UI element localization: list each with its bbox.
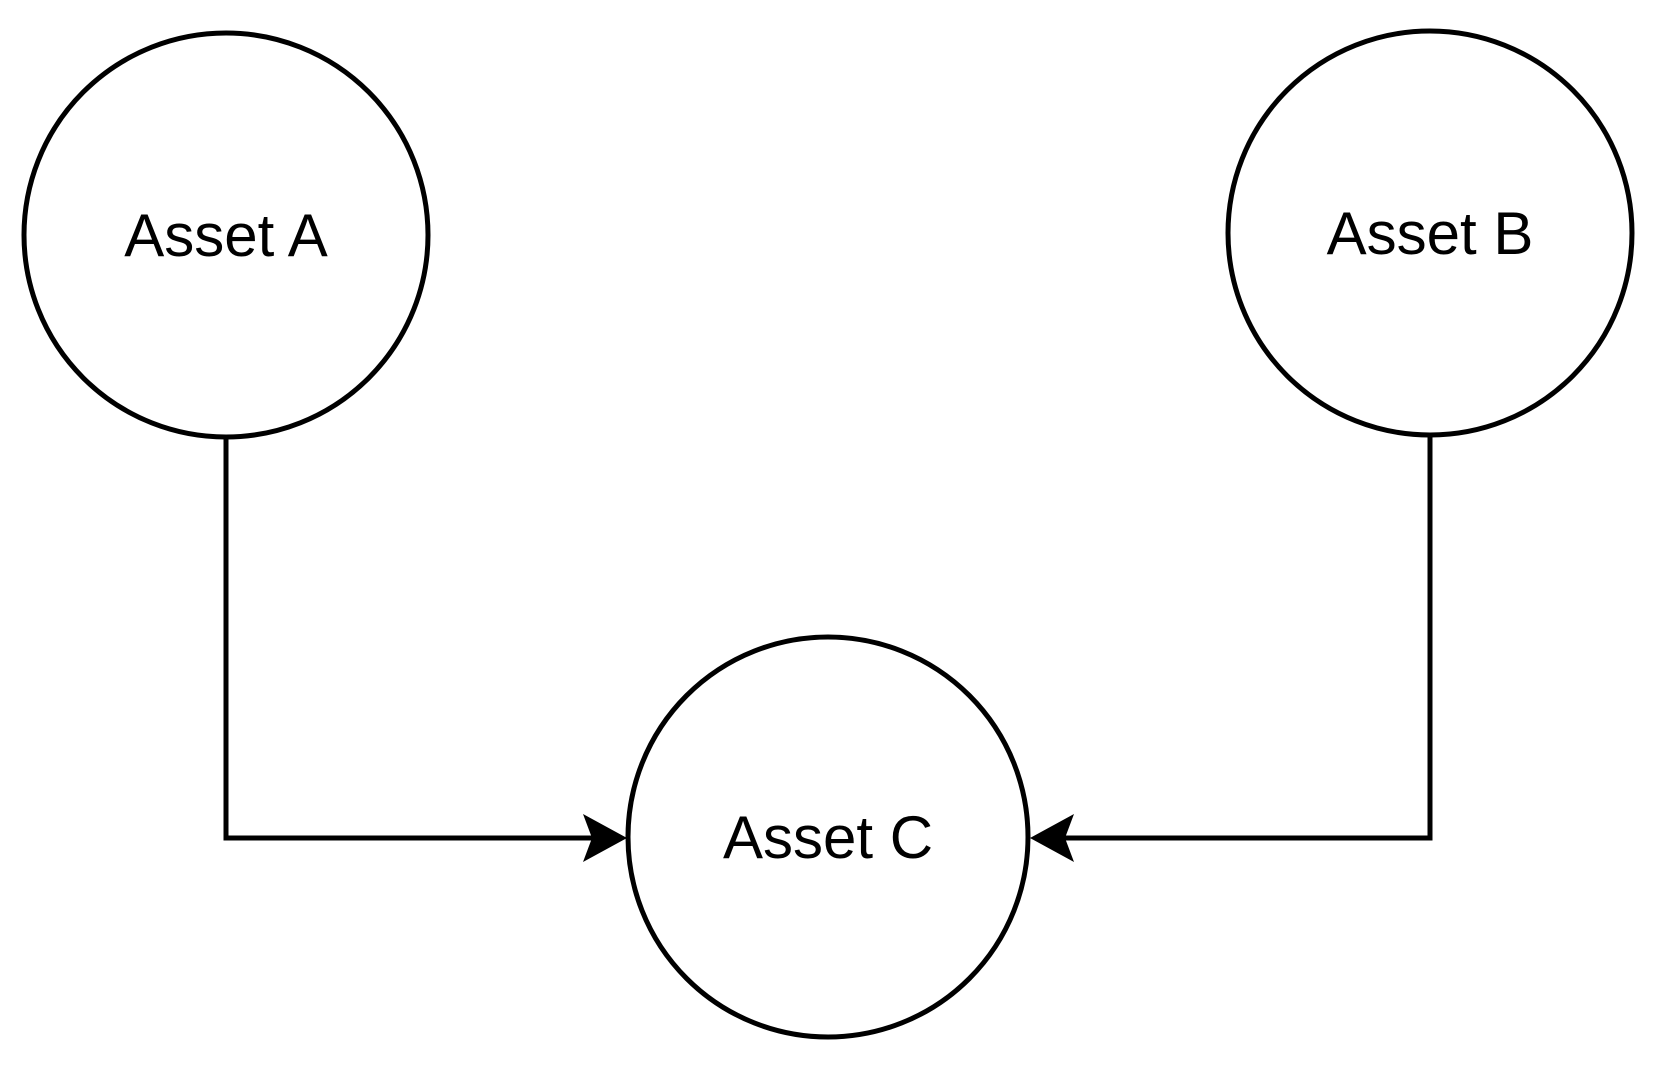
asset-c-circle: [625, 634, 1031, 1040]
asset-a-label: Asset A: [124, 202, 327, 269]
asset-b-label: Asset B: [1327, 200, 1534, 267]
edge-line-a-to-c: [223, 437, 594, 841]
arrowhead-icon: [583, 814, 627, 862]
edge-asset-a-to-asset-c: [223, 437, 627, 862]
arrowhead-icon: [1030, 814, 1074, 862]
asset-c-label: Asset C: [723, 804, 933, 871]
edge-asset-b-to-asset-c: [1030, 435, 1433, 862]
node-asset-c: Asset C: [625, 634, 1031, 1040]
node-asset-b: Asset B: [1225, 28, 1635, 438]
asset-a-circle: [21, 30, 431, 440]
node-asset-a: Asset A: [21, 30, 431, 440]
edge-line-b-to-c: [1063, 435, 1433, 841]
asset-b-circle: [1225, 28, 1635, 438]
